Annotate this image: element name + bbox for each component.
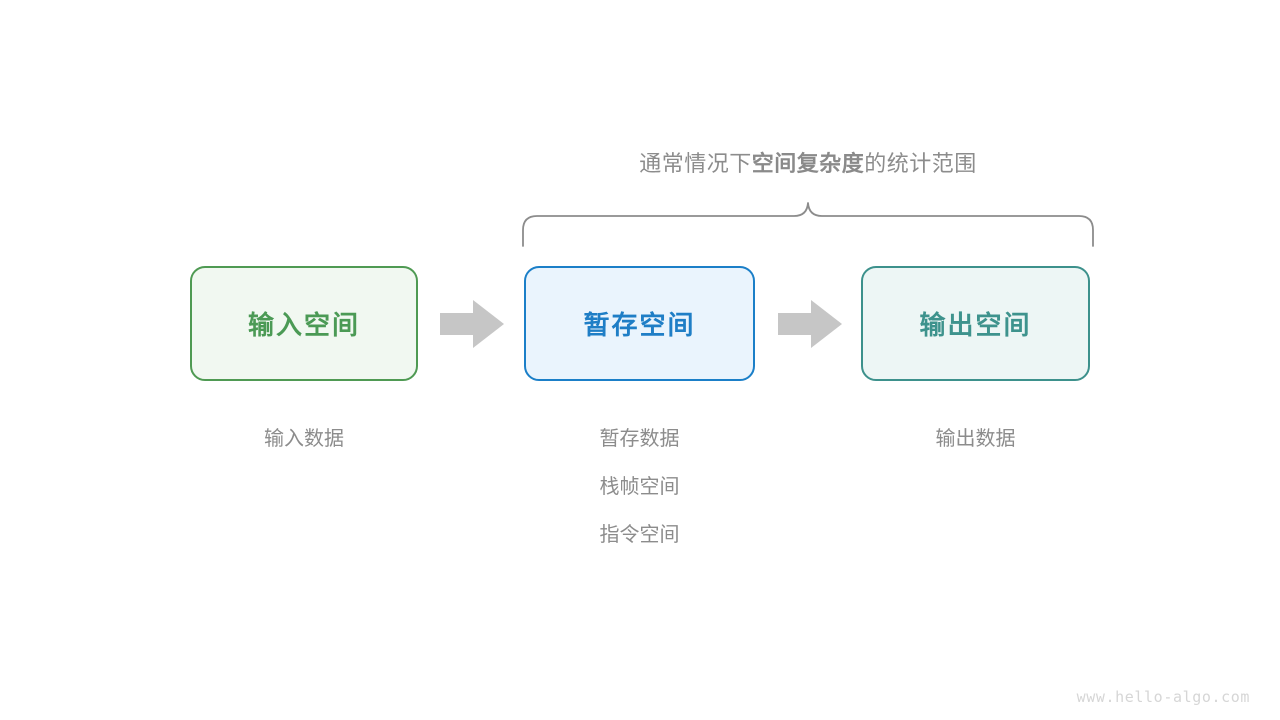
- caption-column-output: 输出数据: [861, 415, 1090, 463]
- arrow-right-icon: [778, 300, 842, 348]
- caption-item: 输入数据: [264, 428, 344, 450]
- caption-item: 输出数据: [935, 428, 1016, 450]
- watermark: www.hello-algo.com: [1076, 688, 1250, 706]
- scope-caption: 通常情况下空间复杂度的统计范围: [0, 146, 1280, 178]
- stage-box-buffer-label: 暂存空间: [583, 310, 696, 340]
- arrow-right-icon: [440, 300, 504, 348]
- scope-caption-suffix: 的统计范围: [864, 151, 977, 176]
- scope-brace: [522, 202, 1094, 247]
- stage-box-input: 输入空间: [190, 266, 418, 381]
- caption-item: 栈帧空间: [599, 476, 680, 498]
- stage-box-output-label: 输出空间: [919, 310, 1032, 340]
- stage-box-input-label: 输入空间: [247, 310, 360, 340]
- scope-caption-inner: 通常情况下空间复杂度的统计范围: [639, 146, 977, 178]
- caption-item: 指令空间: [599, 524, 680, 546]
- caption-column-input: 输入数据: [190, 415, 418, 463]
- scope-caption-emphasis: 空间复杂度: [751, 151, 865, 176]
- scope-caption-prefix: 通常情况下: [639, 151, 752, 176]
- caption-item: 暂存数据: [599, 428, 680, 450]
- stage-box-output: 输出空间: [861, 266, 1090, 381]
- stage-box-buffer: 暂存空间: [524, 266, 755, 381]
- caption-column-buffer: 暂存数据 栈帧空间 指令空间: [524, 415, 755, 559]
